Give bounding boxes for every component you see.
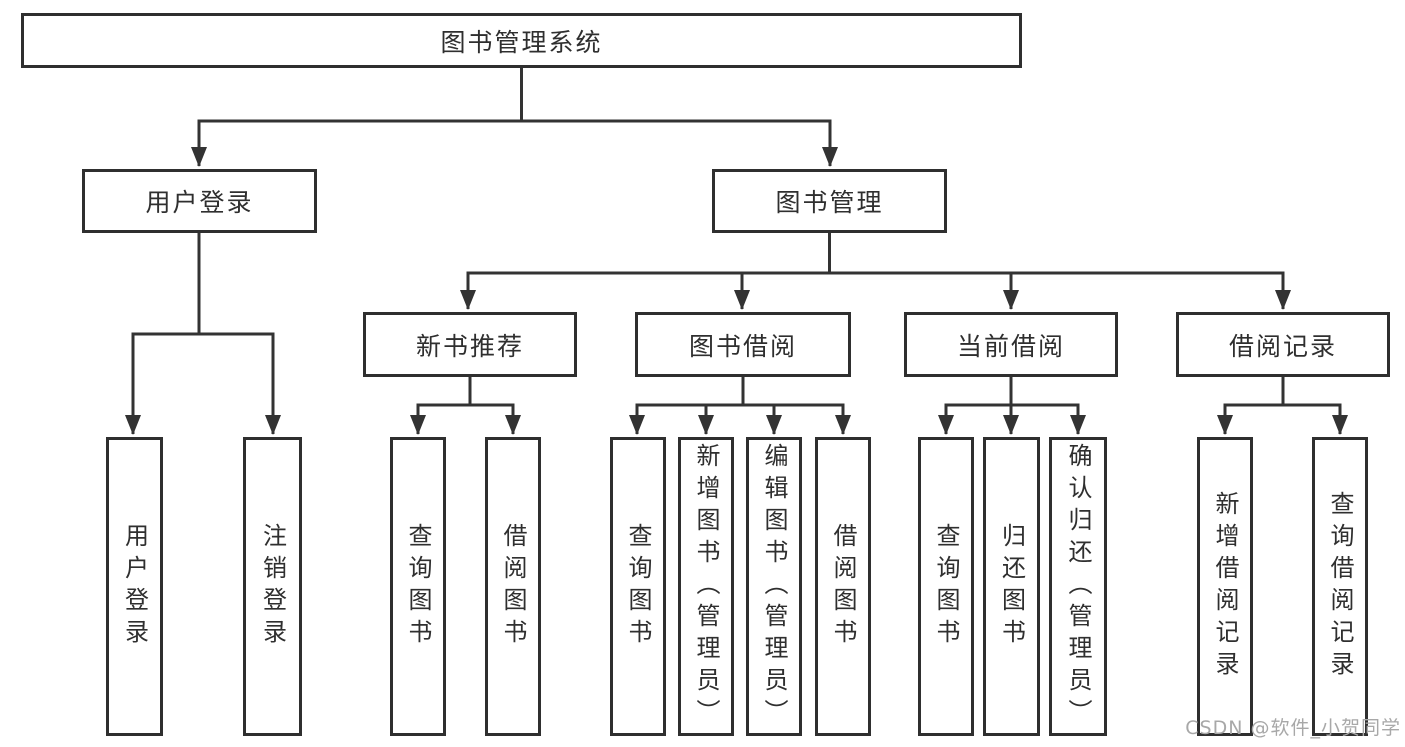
node-label: 查询图书 [932, 522, 960, 651]
leaf-add-books-admin: 新增图书（管理员） [678, 437, 734, 736]
node-label: 查询借阅记录 [1326, 490, 1354, 683]
edges-user-login-to-leaves [125, 233, 281, 435]
leaf-borrow-books-recommend: 借阅图书 [485, 437, 541, 736]
leaf-user-login: 用户登录 [106, 437, 163, 736]
node-label: 编辑图书（管理员） [760, 442, 788, 731]
node-label: 当前借阅 [956, 331, 1065, 361]
edges-current-borrow-to-leaves [938, 377, 1086, 435]
node-label: 确认归还（管理员） [1064, 442, 1092, 731]
node-borrow-records: 借阅记录 [1176, 312, 1390, 377]
leaf-query-books-recommend: 查询图书 [390, 437, 446, 736]
watermark-text: CSDN @软件_小贺同学 [1185, 717, 1401, 739]
node-user-login: 用户登录 [82, 169, 317, 233]
node-current-borrow: 当前借阅 [904, 312, 1118, 377]
leaf-query-borrow-record: 查询借阅记录 [1312, 437, 1368, 736]
node-label: 新书推荐 [415, 331, 524, 361]
node-label: 图书借阅 [688, 331, 797, 361]
node-label: 查询图书 [624, 522, 652, 651]
node-label: 借阅记录 [1228, 331, 1337, 361]
node-new-book-recommend: 新书推荐 [363, 312, 577, 377]
node-label: 借阅图书 [829, 522, 857, 651]
leaf-confirm-return-admin: 确认归还（管理员） [1049, 437, 1107, 736]
node-label: 用户登录 [120, 522, 149, 651]
edges-book-borrow-to-leaves [629, 377, 851, 435]
leaf-query-books-current: 查询图书 [918, 437, 974, 736]
node-library-management-system: 图书管理系统 [21, 13, 1022, 68]
node-label: 图书管理 [775, 188, 884, 217]
node-book-borrow: 图书借阅 [635, 312, 851, 377]
leaf-edit-books-admin: 编辑图书（管理员） [746, 437, 802, 736]
node-label: 图书管理系统 [440, 27, 603, 57]
leaf-return-books: 归还图书 [983, 437, 1040, 736]
node-label: 借阅图书 [499, 522, 527, 651]
node-label: 用户登录 [145, 188, 254, 217]
edges-borrow-records-to-leaves [1217, 377, 1348, 435]
node-label: 注销登录 [258, 522, 287, 651]
node-label: 新增借阅记录 [1211, 490, 1239, 683]
leaf-borrow-books: 借阅图书 [815, 437, 871, 736]
node-label: 新增图书（管理员） [692, 442, 720, 731]
edges-new-book-recommend-to-leaves [410, 377, 521, 435]
edges-book-management-to-level3 [460, 233, 1291, 310]
leaf-add-borrow-record: 新增借阅记录 [1197, 437, 1253, 736]
leaf-query-books-borrow: 查询图书 [610, 437, 666, 736]
leaf-logout: 注销登录 [243, 437, 302, 736]
node-book-management: 图书管理 [712, 169, 947, 233]
node-label: 查询图书 [404, 522, 432, 651]
edges-root-to-level2 [191, 68, 838, 167]
node-label: 归还图书 [997, 522, 1026, 651]
